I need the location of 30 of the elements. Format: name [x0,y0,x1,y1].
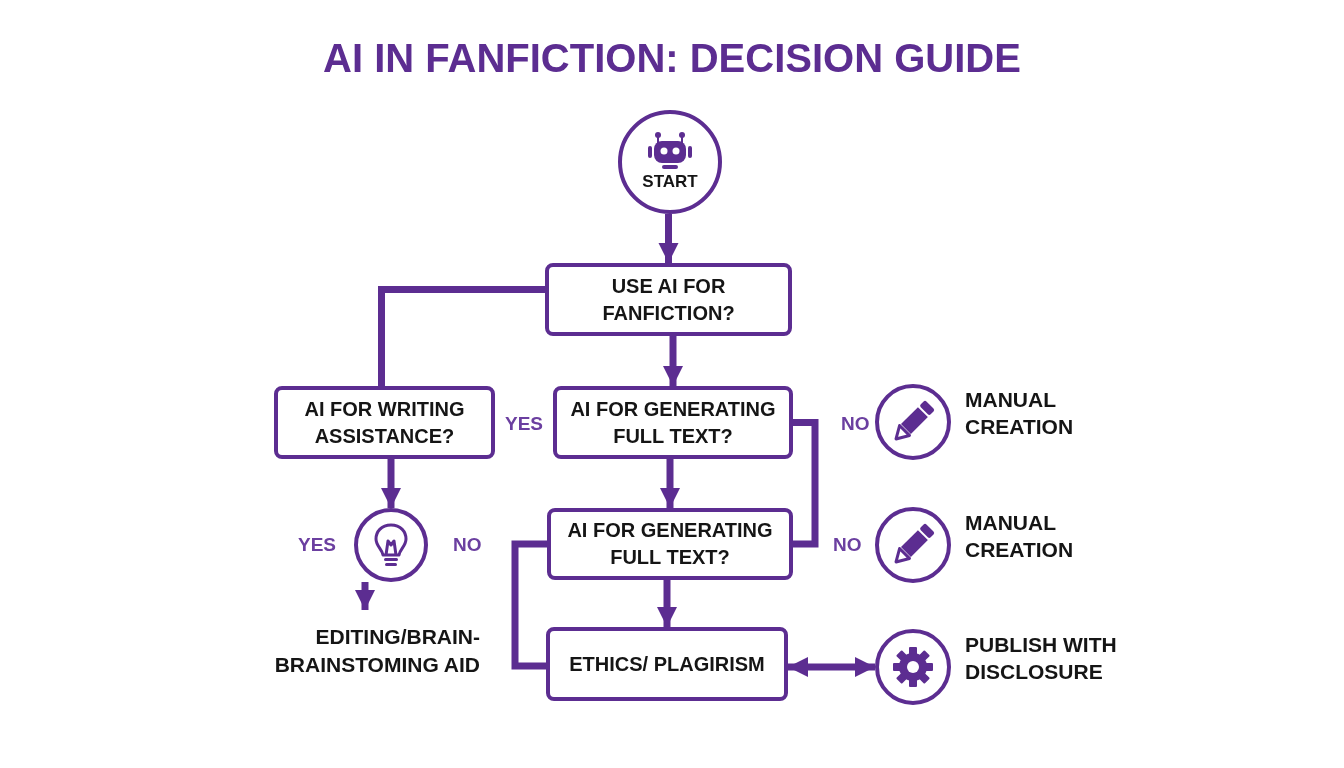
arrow [658,214,679,263]
arrow [788,657,875,677]
node-label: AI FOR WRITING ASSISTANCE? [303,396,466,449]
branch-label: YES [505,413,544,435]
node-label: USE AI FOR FANFICTION? [601,273,736,326]
decision-box [274,386,495,459]
branch-label: NO [453,534,482,556]
arrow [381,459,401,508]
arrow [657,580,677,627]
outcome-text: MANUAL CREATION [965,510,1075,564]
connector-line [378,286,545,386]
outcome-text: PUBLISH WITH DISCLOSURE [965,632,1118,686]
outcome-text: MANUAL CREATION [965,387,1075,441]
node-label: ETHICS/ PLAGIRISM [569,651,765,677]
decision-box [547,508,793,580]
node-label: AI FOR GENERATING FULL TEXT? [569,396,777,449]
branch-label: NO [841,413,870,435]
decision-box [553,386,793,459]
branch-label: YES [298,534,337,556]
outcome-text: EDITING/BRAIN- BRAINSTOMING AID [273,623,480,678]
diagram-title: AI IN FANFICTION: DECISION GUIDE [322,36,1022,81]
decision-box [545,263,792,336]
connector-line [793,419,819,548]
arrow [663,336,683,386]
node-label: AI FOR GENERATING FULL TEXT? [566,518,774,570]
decision-box [546,627,788,701]
arrow [660,459,680,508]
branch-label: NO [833,534,862,556]
connector-line [511,540,547,670]
node-label: START [642,170,698,193]
